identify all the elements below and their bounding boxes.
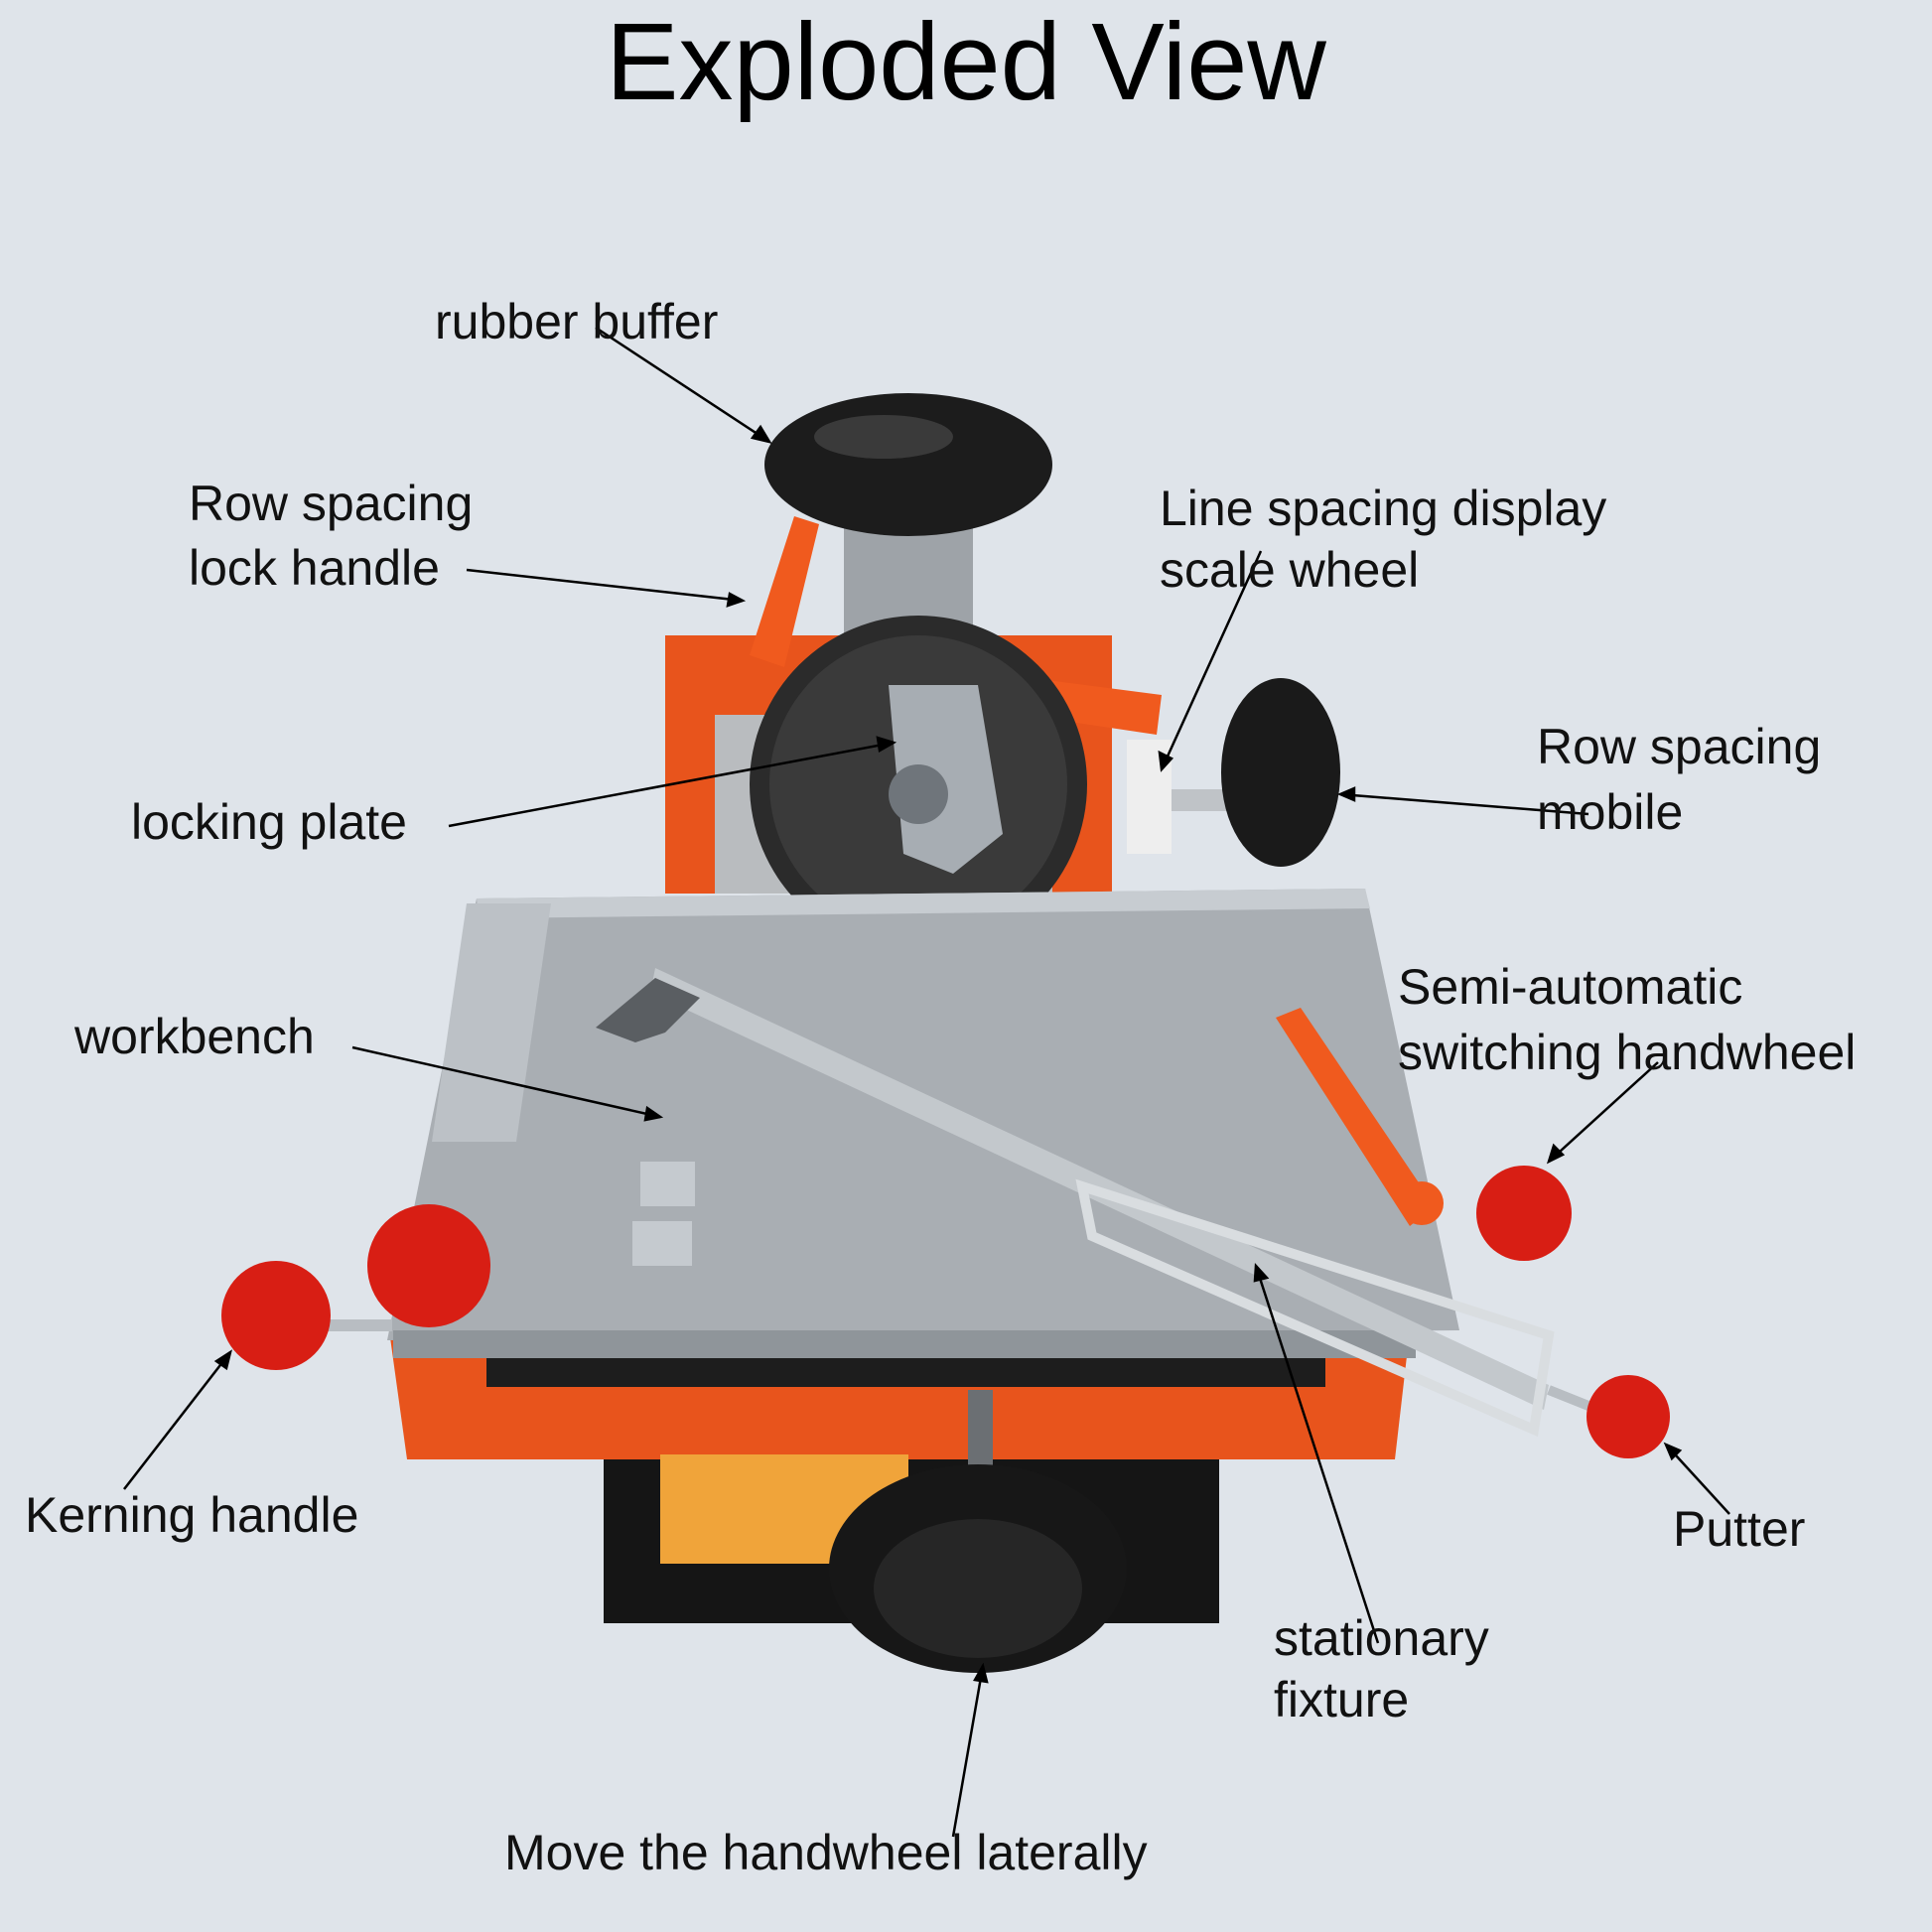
semi-auto-knob bbox=[1476, 1166, 1572, 1261]
label-stationary-fixture-line2: fixture bbox=[1274, 1672, 1410, 1727]
rubber-buffer-highlight bbox=[814, 415, 953, 459]
side-guide bbox=[432, 903, 551, 1142]
label-row-spacing-mobile-line1: Row spacing bbox=[1537, 719, 1822, 774]
label-rubber-buffer: rubber buffer bbox=[435, 294, 719, 349]
semi-auto-handle bbox=[1276, 1008, 1435, 1226]
page-title: Exploded View bbox=[606, 1, 1326, 123]
leader-lines bbox=[123, 326, 1730, 1838]
label-line-spacing-display-line2: scale wheel bbox=[1160, 542, 1420, 598]
label-move-handwheel: Move the handwheel laterally bbox=[504, 1825, 1148, 1880]
label-kerning-handle: Kerning handle bbox=[25, 1487, 359, 1543]
stationary-fixture bbox=[1075, 1178, 1555, 1438]
label-row-spacing-lock-handle-line2: lock handle bbox=[189, 540, 440, 596]
label-workbench: workbench bbox=[74, 1009, 315, 1064]
label-row-spacing-lock-handle-line1: Row spacing bbox=[189, 476, 474, 531]
kerning-knob bbox=[221, 1261, 331, 1370]
label-stationary-fixture-line1: stationary bbox=[1274, 1610, 1489, 1666]
label-line-spacing-display-line1: Line spacing display bbox=[1160, 481, 1607, 536]
row-spacing-knob bbox=[1221, 678, 1340, 867]
putter-knob bbox=[1587, 1375, 1670, 1458]
lock-handle bbox=[750, 516, 819, 667]
label-putter: Putter bbox=[1673, 1501, 1806, 1557]
block-1 bbox=[640, 1162, 695, 1206]
label-semi-automatic-line1: Semi-automatic bbox=[1398, 959, 1743, 1015]
label-locking-plate: locking plate bbox=[131, 794, 407, 850]
label-semi-automatic-line2: switching handwheel bbox=[1398, 1025, 1857, 1080]
ruler bbox=[486, 1355, 1325, 1387]
locking-plate bbox=[889, 685, 1003, 874]
bench-knob bbox=[367, 1204, 490, 1327]
label-row-spacing-mobile-line2: mobile bbox=[1537, 784, 1684, 840]
hook bbox=[596, 978, 700, 1042]
block-2 bbox=[632, 1221, 692, 1266]
rubber-buffer bbox=[764, 393, 1052, 536]
